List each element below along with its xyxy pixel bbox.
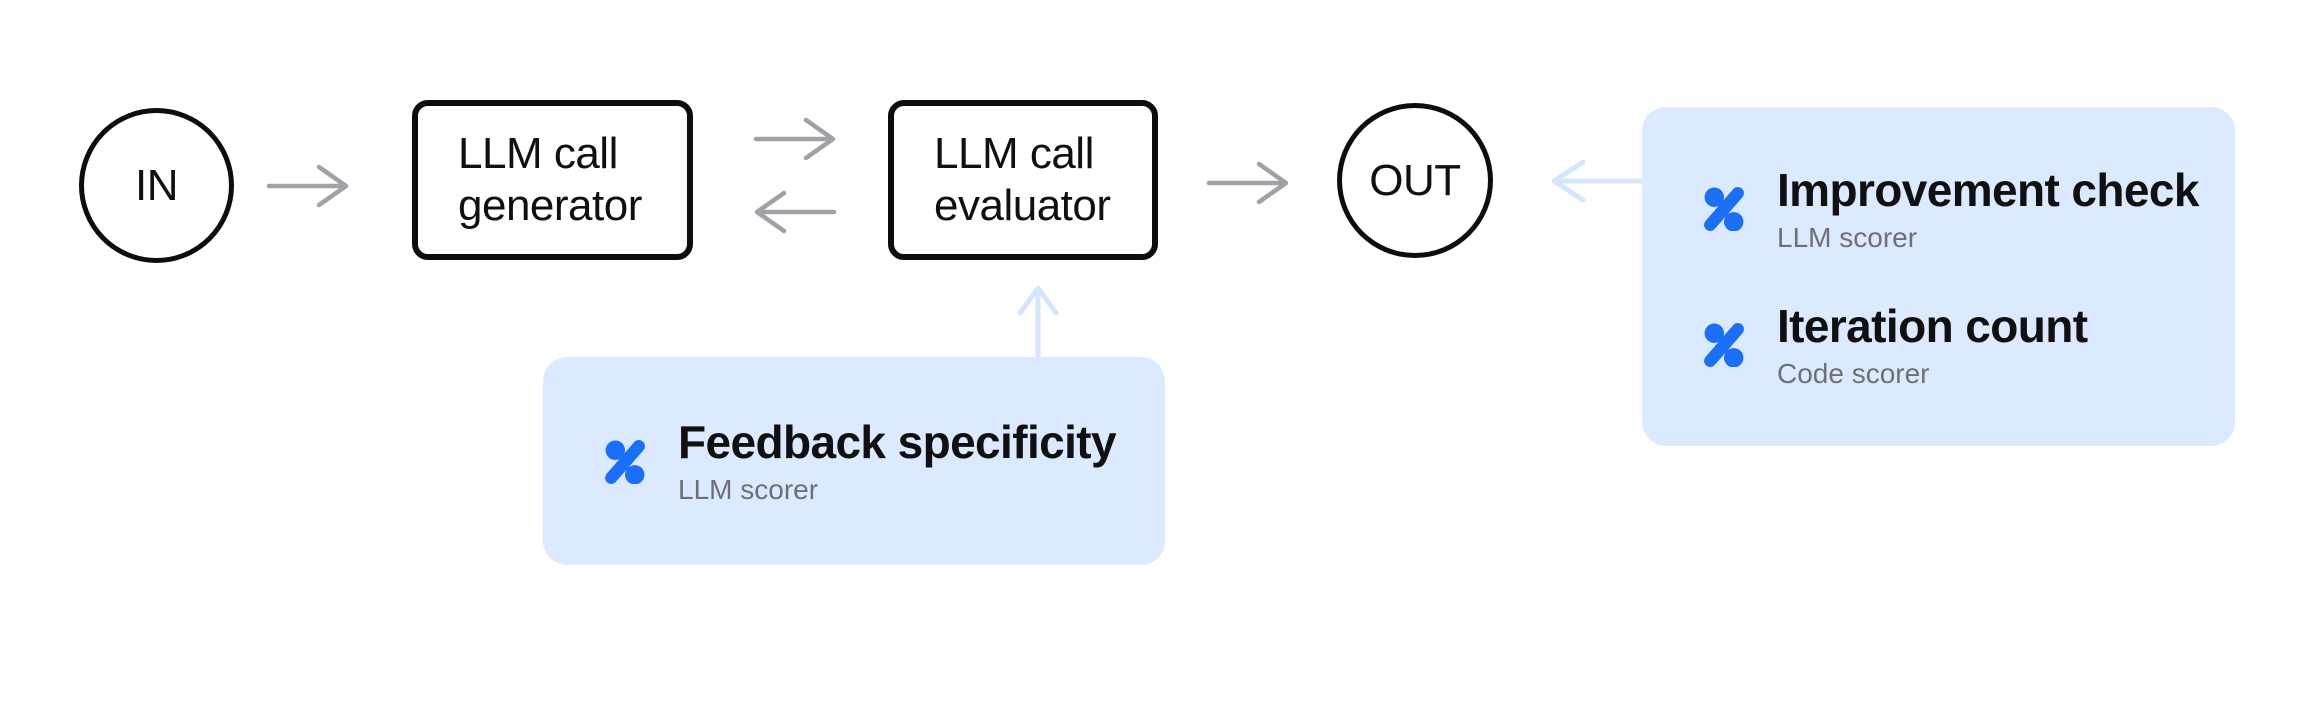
scorer-title: Iteration count [1777, 299, 2088, 352]
scorer-subtitle: Code scorer [1777, 357, 1930, 389]
arrow-evaluator-to-generator-icon [754, 190, 837, 234]
arrow-scorer-card-to-out-icon [1551, 159, 1645, 203]
out-node-label: OUT [1369, 155, 1461, 205]
generator-node-label-line1: LLM call [458, 129, 618, 178]
percent-scorer-icon [605, 439, 645, 484]
arrow-evaluator-to-out-icon [1206, 161, 1289, 205]
scorer-subtitle: LLM scorer [1777, 221, 1918, 253]
percent-scorer-icon [1704, 187, 1744, 231]
evaluator-node: LLM call evaluator [888, 100, 1158, 260]
in-node: IN [79, 108, 234, 263]
out-scorer-card: Improvement check LLM scorer Iteration c… [1642, 107, 2235, 446]
scorer-text: Improvement check LLM scorer [1777, 165, 2199, 253]
evaluator-scorer-card: Feedback specificity LLM scorer [543, 357, 1165, 565]
scorer-row: Feedback specificity LLM scorer [602, 417, 1165, 505]
scorer-text: Feedback specificity LLM scorer [678, 416, 1117, 505]
scorer-row: Iteration count Code scorer [1701, 301, 2235, 389]
in-node-label: IN [135, 160, 179, 210]
evaluator-node-label-line1: LLM call [934, 129, 1094, 178]
arrow-generator-to-evaluator-icon [753, 117, 836, 161]
scorer-row: Improvement check LLM scorer [1701, 165, 2235, 253]
scorer-subtitle: LLM scorer [678, 474, 819, 505]
generator-node: LLM call generator [412, 100, 693, 260]
arrow-scorer-card-to-evaluator-icon [1017, 285, 1059, 358]
out-node: OUT [1337, 103, 1493, 258]
generator-node-label-line2: generator [458, 181, 642, 230]
scorer-title: Improvement check [1777, 163, 2199, 216]
scorer-text: Iteration count Code scorer [1777, 299, 2088, 389]
arrow-in-to-generator-icon [266, 164, 349, 208]
percent-scorer-icon [1704, 323, 1744, 367]
evaluator-node-label-line2: evaluator [934, 181, 1111, 230]
scorer-title: Feedback specificity [678, 416, 1117, 468]
